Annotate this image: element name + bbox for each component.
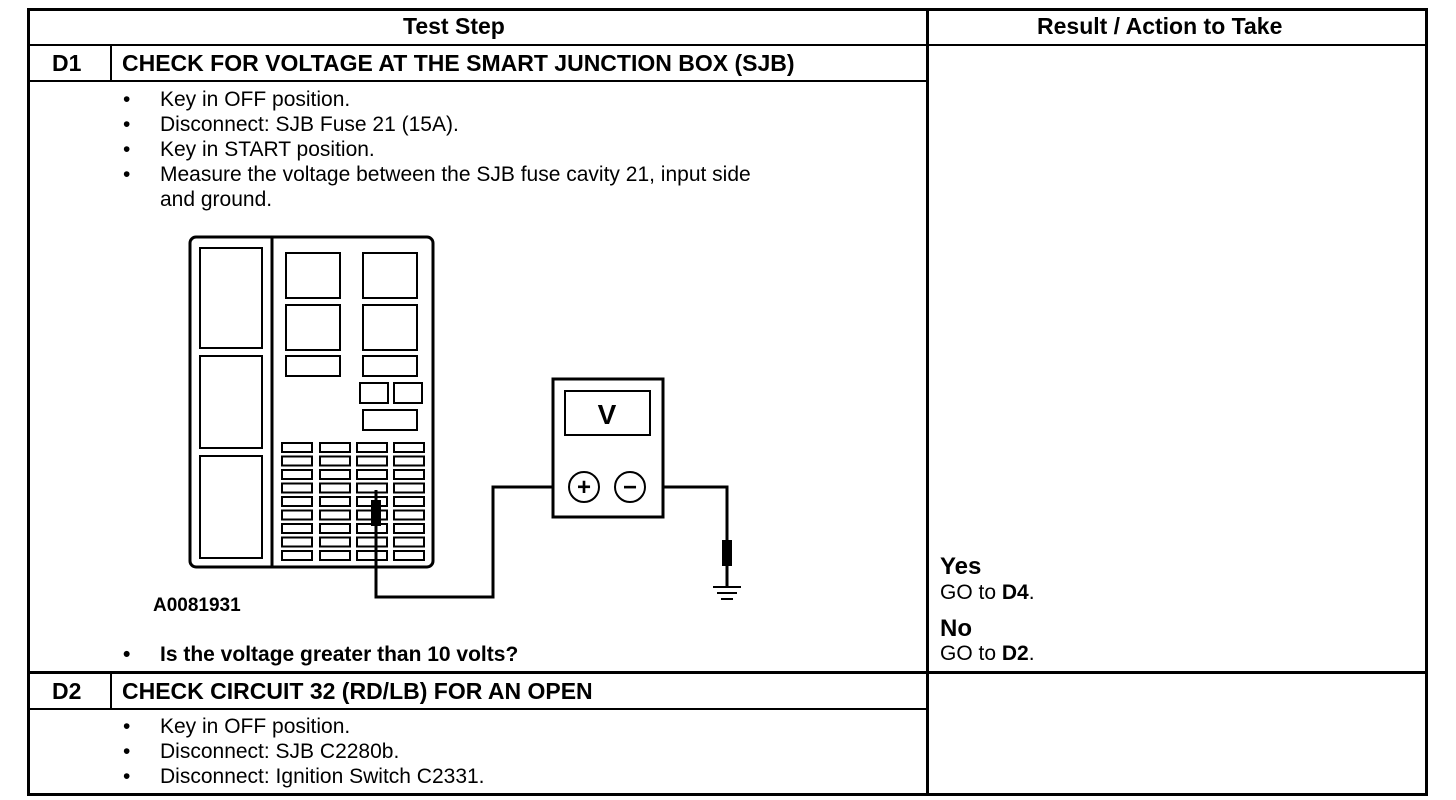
header-divider <box>27 44 1428 46</box>
positive-terminal-icon <box>568 471 600 503</box>
link-d2[interactable]: D2 <box>1001 642 1029 665</box>
negative-lead-wire <box>647 485 729 545</box>
multimeter-display <box>564 390 651 436</box>
fuse-slot <box>319 523 351 534</box>
fuse-slot <box>319 509 351 521</box>
step-title-d1: CHECK FOR VOLTAGE AT THE SMART JUNCTION … <box>122 50 795 76</box>
relay-left-3 <box>199 455 263 559</box>
fuse-slot <box>281 482 313 494</box>
relay-block <box>359 382 389 404</box>
result-yes-action: GO to D4. <box>940 581 1035 604</box>
relay-block <box>285 304 341 351</box>
fuse-slot <box>356 550 388 561</box>
header-test-step: Test Step <box>403 13 505 39</box>
result-no-label: No <box>940 615 972 642</box>
fuse-slot <box>319 536 351 548</box>
relay-left-1 <box>199 247 263 349</box>
table-border-left <box>27 8 30 796</box>
fuse-slot <box>319 469 351 480</box>
fuse-slot <box>356 455 388 467</box>
column-divider <box>926 8 929 796</box>
figure-id: A0081931 <box>153 595 241 616</box>
step-id-d2: D2 <box>52 678 82 704</box>
relay-block <box>362 355 418 377</box>
fuse-slot <box>319 496 351 507</box>
fuse-slot <box>281 442 313 453</box>
relay-block <box>285 252 341 299</box>
d2-title-divider <box>27 708 927 710</box>
fuse-slot <box>356 469 388 480</box>
row-divider <box>27 671 1428 674</box>
relay-block <box>285 355 341 377</box>
fuse-slot <box>281 455 313 467</box>
fuse-slot <box>281 496 313 507</box>
fuse-slot <box>281 536 313 548</box>
fuse-slot <box>393 550 425 561</box>
step-id-d1: D1 <box>52 50 82 76</box>
fuse-slot <box>319 442 351 453</box>
fuse-slot <box>281 523 313 534</box>
ground-symbol-icon <box>713 586 741 600</box>
table-border-right <box>1425 8 1428 796</box>
fuse-slot <box>319 482 351 494</box>
negative-probe-tip <box>722 540 732 566</box>
fuse-slot <box>393 496 425 507</box>
fuse-grid <box>281 442 425 561</box>
fuse-slot <box>393 442 425 453</box>
relay-block <box>362 252 418 299</box>
fuse-slot <box>319 550 351 561</box>
negative-terminal-icon <box>614 471 646 503</box>
minus-symbol: − <box>623 474 637 501</box>
d1-id-divider <box>110 44 112 82</box>
positive-probe-tip <box>371 500 381 526</box>
d2-id-divider <box>110 671 112 709</box>
table-border-top <box>27 8 1428 11</box>
relay-block <box>362 409 418 431</box>
table-border-bottom <box>27 793 1428 796</box>
fuse-slot <box>393 509 425 521</box>
result-no-action: GO to D2. <box>940 642 1035 665</box>
fuse-slot <box>393 536 425 548</box>
relay-block <box>362 304 418 351</box>
plus-symbol: + <box>577 474 591 501</box>
relay-left-2 <box>199 355 263 449</box>
d1-title-divider <box>27 80 927 82</box>
relay-block <box>393 382 423 404</box>
positive-lead-wire <box>374 485 568 599</box>
fuse-slot <box>281 550 313 561</box>
fuse-slot <box>393 523 425 534</box>
result-yes-label: Yes <box>940 553 982 580</box>
fuse-slot <box>393 482 425 494</box>
header-result-action: Result / Action to Take <box>1037 13 1283 39</box>
fuse-slot <box>356 536 388 548</box>
fuse-slot <box>281 469 313 480</box>
fuse-slot <box>356 442 388 453</box>
fuse-slot <box>281 509 313 521</box>
link-d4[interactable]: D4 <box>1001 581 1029 604</box>
meter-label: V <box>598 399 617 430</box>
junction-box-outline <box>188 235 435 569</box>
fuse-slot <box>319 455 351 467</box>
step-title-d2: CHECK CIRCUIT 32 (RD/LB) FOR AN OPEN <box>122 678 593 704</box>
fuse-slot <box>393 455 425 467</box>
d2-bullet-list: •Key in OFF position. •Disconnect: SJB C… <box>123 715 485 788</box>
d1-bullet-list: •Key in OFF position. •Disconnect: SJB F… <box>123 88 751 211</box>
fuse-slot <box>393 469 425 480</box>
fuse-slot <box>356 482 388 494</box>
